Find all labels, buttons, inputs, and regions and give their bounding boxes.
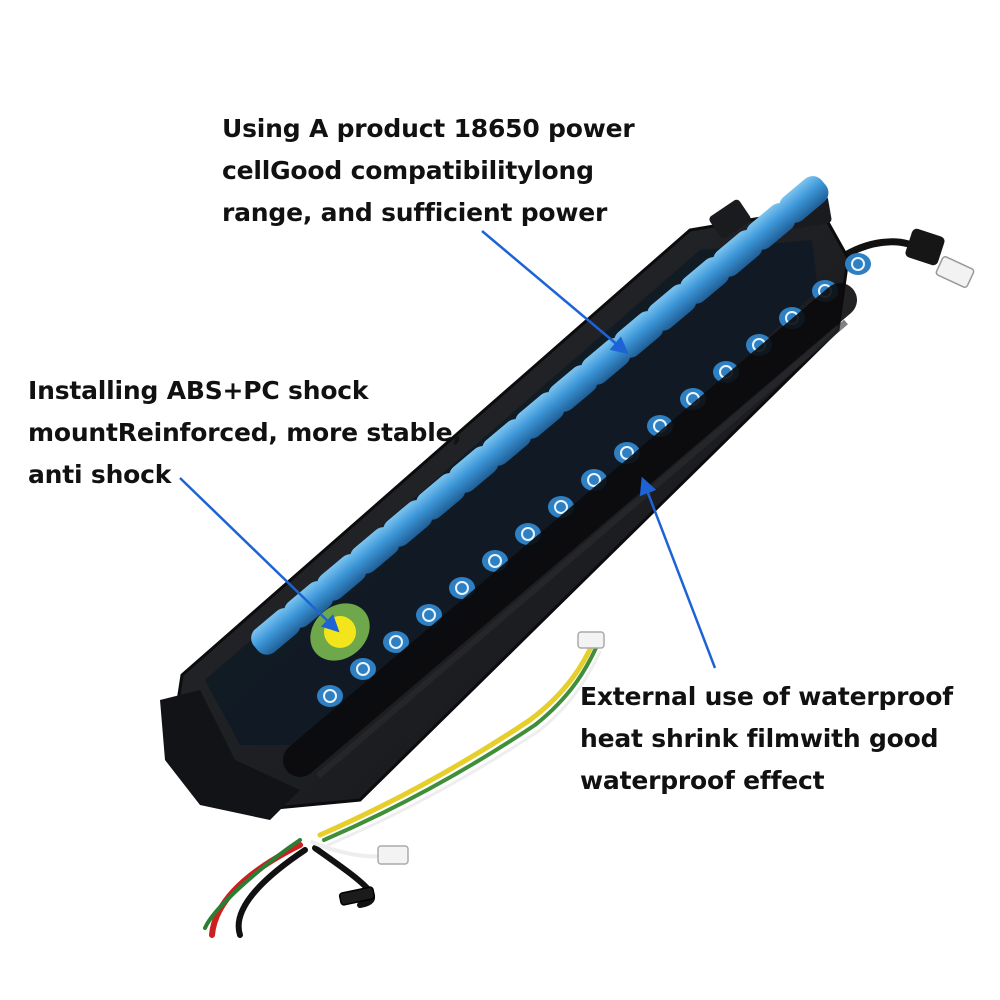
arrow-pointer-icon — [639, 476, 717, 669]
cell-terminal — [455, 581, 469, 595]
cell-terminal — [620, 446, 634, 460]
cell-end-cap — [317, 685, 343, 707]
cell-row-back — [251, 176, 829, 655]
callout-cell-quality: Using A product 18650 power cellGood com… — [222, 108, 635, 234]
callout-line: range, and sufficient power — [222, 198, 608, 227]
battery-cell — [779, 176, 829, 223]
callout-line: anti shock — [28, 460, 172, 489]
cell-end-cap — [416, 604, 442, 626]
cell-end-cap — [383, 631, 409, 653]
cell-end-cap — [845, 253, 871, 275]
connector-plug-icon — [577, 631, 605, 649]
cell-terminal — [488, 554, 502, 568]
callout-line: heat shrink filmwith good — [580, 724, 939, 753]
cell-terminal — [587, 473, 601, 487]
callout-line: mountReinforced, more stable, — [28, 418, 462, 447]
cell-terminal — [851, 257, 865, 271]
arrow-pointer-icon — [481, 230, 629, 355]
cell-terminal — [356, 662, 370, 676]
cell-terminal — [422, 608, 436, 622]
callout-waterproof-film: External use of waterproof heat shrink f… — [580, 676, 953, 802]
connector-plug-icon — [377, 845, 409, 865]
callout-line: waterproof effect — [580, 766, 825, 795]
callout-line: Using A product 18650 power — [222, 114, 635, 143]
cell-terminal — [389, 635, 403, 649]
arrow-pointer-icon — [179, 477, 340, 633]
cell-terminal — [554, 500, 568, 514]
callout-line: Installing ABS+PC shock — [28, 376, 369, 405]
cell-terminal — [521, 527, 535, 541]
connector-plug-icon — [935, 255, 975, 289]
callout-line: cellGood compatibilitylong — [222, 156, 594, 185]
battery-pack — [160, 176, 871, 820]
cell-terminal — [323, 689, 337, 703]
callout-line: External use of waterproof — [580, 682, 953, 711]
callout-shock-mount: Installing ABS+PC shock mountReinforced,… — [28, 370, 462, 496]
cell-end-cap — [449, 577, 475, 599]
wire-harness — [203, 631, 605, 938]
cell-end-cap — [350, 658, 376, 680]
